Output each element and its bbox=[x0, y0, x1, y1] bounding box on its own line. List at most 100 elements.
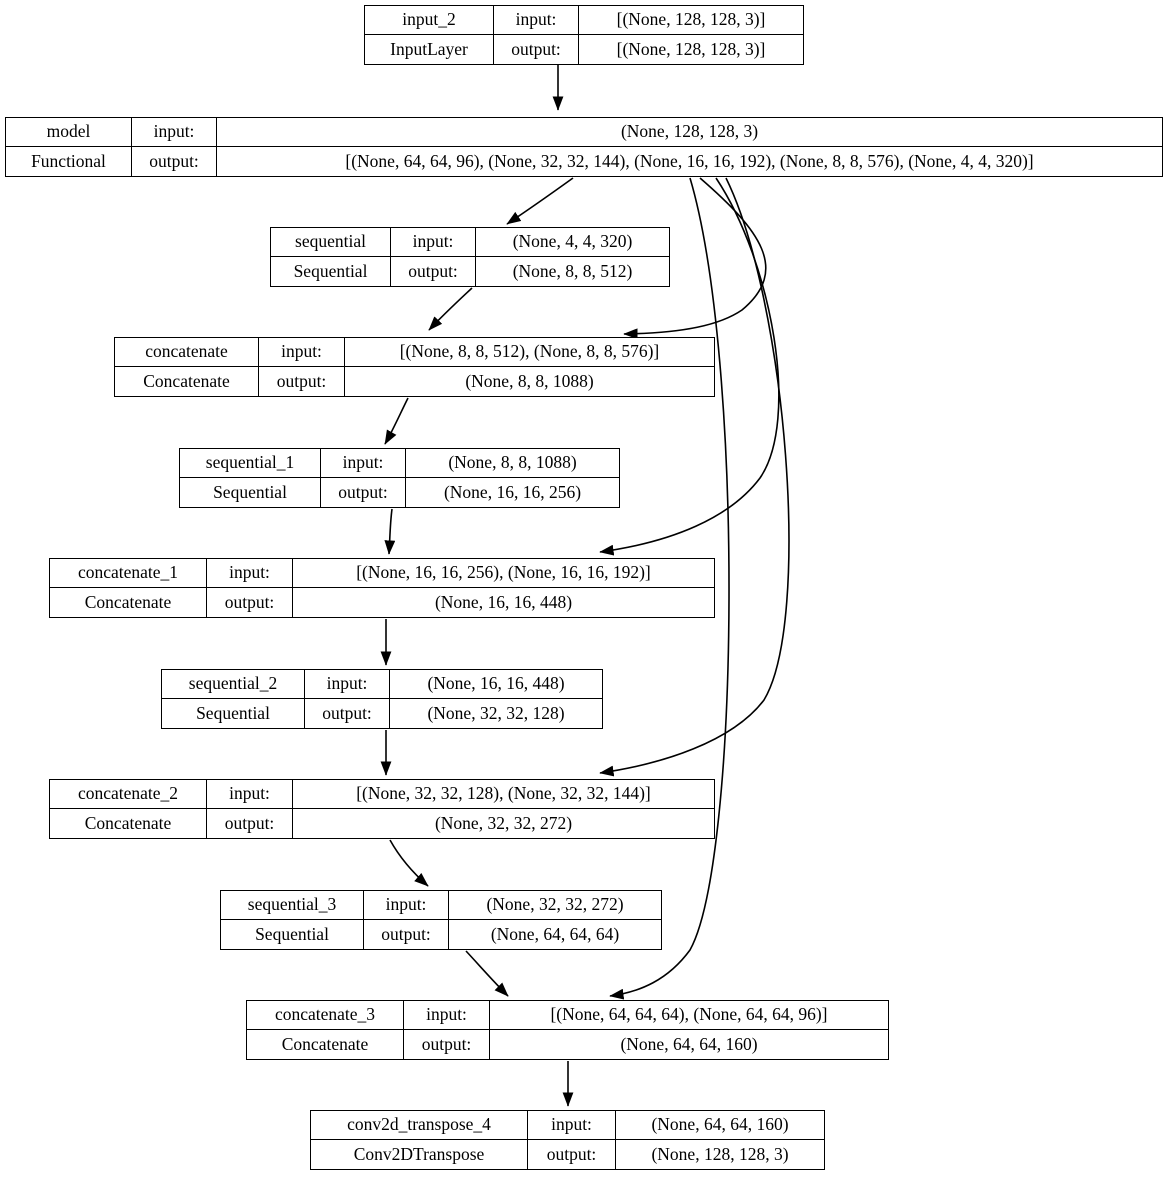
node-class: Conv2DTranspose bbox=[311, 1140, 528, 1169]
node-class: Concatenate bbox=[247, 1030, 404, 1059]
node-name: concatenate bbox=[115, 338, 259, 366]
output-label: output: bbox=[364, 920, 449, 949]
node-class: Concatenate bbox=[50, 588, 207, 617]
output-shape: (None, 32, 32, 272) bbox=[434, 812, 573, 833]
output-label: output: bbox=[207, 809, 293, 838]
node-name: sequential_1 bbox=[180, 449, 321, 477]
input-label: input: bbox=[364, 891, 449, 919]
output-shape: (None, 32, 32, 128) bbox=[427, 702, 565, 723]
node-name: model bbox=[6, 118, 132, 146]
node-class: Concatenate bbox=[115, 367, 259, 396]
output-shape: (None, 128, 128, 3) bbox=[651, 1143, 789, 1164]
output-label: output: bbox=[528, 1140, 616, 1169]
output-label: output: bbox=[305, 699, 390, 728]
input-label: input: bbox=[321, 449, 406, 477]
input-shape: (None, 128, 128, 3) bbox=[620, 121, 759, 142]
node-name: concatenate_3 bbox=[247, 1001, 404, 1029]
output-label: output: bbox=[494, 35, 579, 64]
input-shape: [(None, 16, 16, 256), (None, 16, 16, 192… bbox=[356, 562, 651, 583]
input-label: input: bbox=[404, 1001, 490, 1029]
output-shape: (None, 8, 8, 1088) bbox=[465, 370, 594, 391]
node-class: Concatenate bbox=[50, 809, 207, 838]
output-shape: [(None, 64, 64, 96), (None, 32, 32, 144)… bbox=[345, 150, 1034, 171]
input-shape: (None, 8, 8, 1088) bbox=[448, 452, 577, 473]
output-shape: [(None, 128, 128, 3)] bbox=[616, 38, 766, 59]
node-class: InputLayer bbox=[365, 35, 494, 64]
node-class: Functional bbox=[6, 147, 132, 176]
node-name: conv2d_transpose_4 bbox=[311, 1111, 528, 1139]
output-shape: (None, 8, 8, 512) bbox=[512, 260, 633, 281]
edge-sequential-to-concatenate bbox=[428, 287, 473, 331]
node-name: concatenate_1 bbox=[50, 559, 207, 587]
node-name: concatenate_2 bbox=[50, 780, 207, 808]
edge-sequential_1-to-concatenate_1 bbox=[384, 508, 396, 555]
input-label: input: bbox=[391, 228, 476, 256]
input-shape: (None, 64, 64, 160) bbox=[651, 1114, 789, 1135]
output-shape: (None, 16, 16, 256) bbox=[443, 481, 582, 502]
node-class: Sequential bbox=[221, 920, 364, 949]
input-shape: (None, 32, 32, 272) bbox=[486, 894, 624, 915]
output-label: output: bbox=[391, 257, 476, 286]
node-name: sequential_3 bbox=[221, 891, 364, 919]
node-name: sequential_2 bbox=[162, 670, 305, 698]
output-label: output: bbox=[259, 367, 345, 396]
input-label: input: bbox=[528, 1111, 616, 1139]
node-name: sequential bbox=[271, 228, 391, 256]
output-shape: (None, 64, 64, 160) bbox=[620, 1033, 758, 1054]
input-label: input: bbox=[494, 6, 579, 34]
node-class: Sequential bbox=[180, 478, 321, 507]
input-shape: (None, 4, 4, 320) bbox=[512, 231, 633, 252]
edge-sequential_3-to-concatenate_3 bbox=[465, 950, 509, 997]
node-class: Sequential bbox=[162, 699, 305, 728]
input-label: input: bbox=[207, 780, 293, 808]
input-shape: [(None, 8, 8, 512), (None, 8, 8, 576)] bbox=[399, 341, 660, 362]
input-shape: [(None, 128, 128, 3)] bbox=[616, 9, 766, 30]
input-shape: (None, 16, 16, 448) bbox=[427, 673, 565, 694]
input-label: input: bbox=[259, 338, 345, 366]
input-label: input: bbox=[207, 559, 293, 587]
node-class: Sequential bbox=[271, 257, 391, 286]
output-label: output: bbox=[132, 147, 217, 176]
input-shape: [(None, 32, 32, 128), (None, 32, 32, 144… bbox=[356, 783, 651, 804]
output-shape: (None, 64, 64, 64) bbox=[490, 923, 620, 944]
input-label: input: bbox=[132, 118, 217, 146]
output-label: output: bbox=[404, 1030, 490, 1059]
input-shape: [(None, 64, 64, 64), (None, 64, 64, 96)] bbox=[550, 1004, 828, 1025]
input-label: input: bbox=[305, 670, 390, 698]
output-shape: (None, 16, 16, 448) bbox=[434, 591, 573, 612]
node-name: input_2 bbox=[365, 6, 494, 34]
output-label: output: bbox=[207, 588, 293, 617]
